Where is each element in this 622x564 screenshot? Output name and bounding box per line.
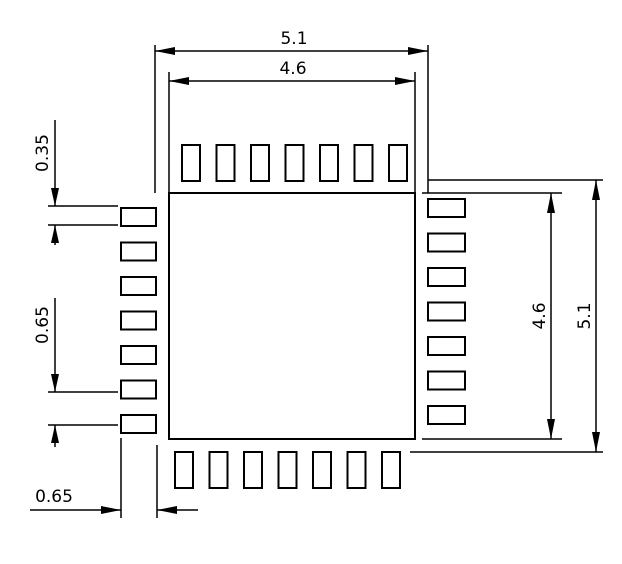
right-pad [427, 336, 466, 356]
arrowhead [547, 193, 555, 213]
left-pad-column [120, 207, 157, 434]
arrowhead [157, 506, 177, 514]
right-pad [427, 405, 466, 425]
dimension-outer-height: 5.1 [410, 179, 603, 453]
inner-height-label: 4.6 [530, 302, 550, 329]
bottom-pad [277, 451, 298, 489]
dimension-pad-length: 0.65 [30, 438, 198, 518]
top-pad [319, 144, 339, 182]
left-pad [120, 310, 157, 331]
bottom-pad [346, 451, 367, 489]
pad-pitch-label: 0.65 [33, 306, 53, 344]
inner-width-label: 4.6 [279, 59, 306, 79]
top-pad [250, 144, 270, 182]
dimension-inner-width: 4.6 [168, 59, 416, 193]
right-pad [427, 267, 466, 287]
dimension-pad-width: 0.35 [33, 120, 118, 245]
left-pad [120, 207, 157, 227]
top-pad [284, 144, 305, 182]
package-body-outline [168, 192, 416, 440]
left-pad [120, 414, 157, 434]
arrowhead [51, 425, 59, 443]
arrowhead [408, 47, 428, 55]
bottom-pad-row [174, 451, 401, 489]
bottom-pad [243, 451, 263, 489]
top-pad [215, 144, 236, 182]
right-pad-column [427, 198, 466, 425]
top-pad-row [181, 144, 408, 182]
pad-length-label: 0.65 [35, 487, 73, 507]
arrowhead [395, 77, 415, 85]
arrowhead [51, 225, 59, 243]
top-pad [181, 144, 201, 182]
top-pad [388, 144, 408, 182]
pad-width-label: 0.35 [33, 134, 53, 172]
top-pad [353, 144, 374, 182]
left-pad [120, 276, 157, 296]
left-pad [120, 241, 157, 262]
outer-width-label: 5.1 [280, 29, 307, 49]
arrowhead [101, 506, 121, 514]
right-pad [427, 370, 466, 391]
arrowhead [51, 188, 59, 206]
dimension-outer-width: 5.1 [154, 29, 429, 193]
arrowhead [51, 374, 59, 392]
bottom-pad [208, 451, 229, 489]
arrowhead [592, 432, 600, 452]
outer-height-label: 5.1 [575, 302, 595, 329]
right-pad [427, 198, 466, 218]
bottom-pad [174, 451, 194, 489]
left-pad [120, 379, 157, 400]
right-pad [427, 232, 466, 253]
dimension-inner-height: 4.6 [422, 192, 562, 440]
bottom-pad [381, 451, 401, 489]
arrowhead [592, 180, 600, 200]
right-pad [427, 301, 466, 322]
arrowhead [547, 419, 555, 439]
bottom-pad [312, 451, 332, 489]
arrowhead [155, 47, 175, 55]
dimension-pad-pitch: 0.65 [33, 298, 118, 447]
arrowhead [169, 77, 189, 85]
left-pad [120, 345, 157, 365]
